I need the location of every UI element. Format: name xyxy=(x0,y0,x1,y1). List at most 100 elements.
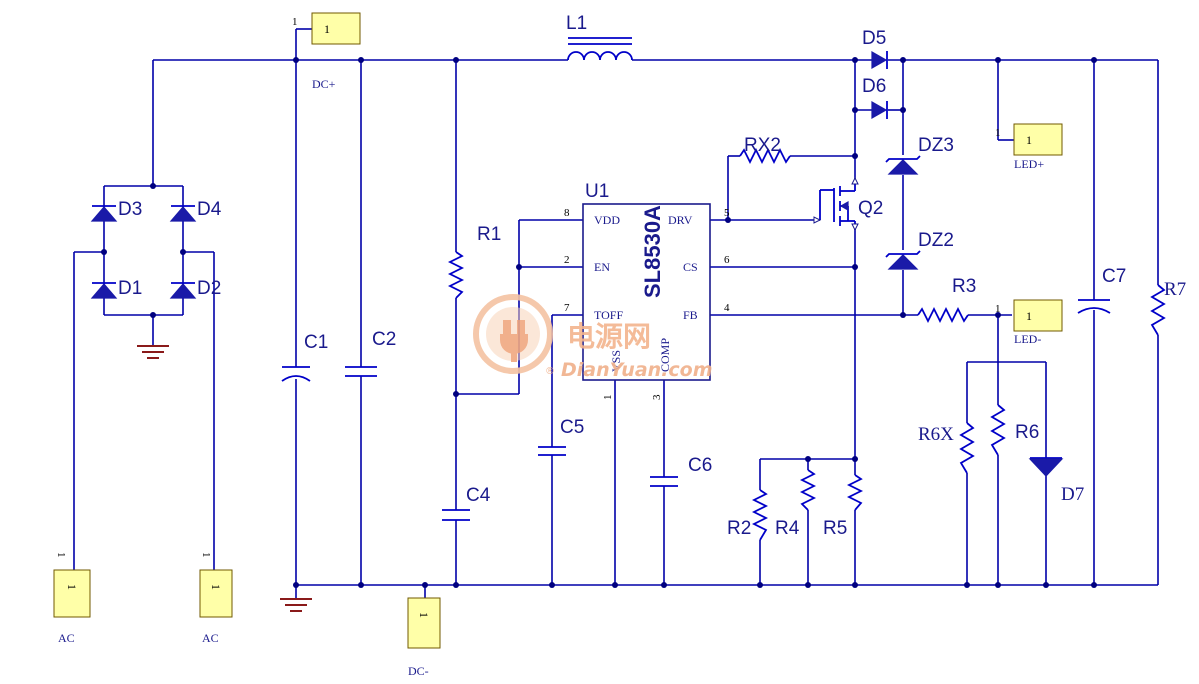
label-c5: C5 xyxy=(560,417,584,438)
label-r6: R6 xyxy=(1015,422,1039,443)
watermark-logo-icon xyxy=(473,294,553,374)
label-r4: R4 xyxy=(775,518,800,539)
diode-d1 xyxy=(90,282,118,299)
resistor-rx2 xyxy=(739,147,791,165)
pin-number-toff: 7 xyxy=(564,302,570,314)
resistor-r1 xyxy=(447,251,465,299)
pin-number-en: 2 xyxy=(564,254,570,266)
resistor-r4 xyxy=(799,469,817,511)
svg-text:®: ® xyxy=(545,366,555,377)
resistor-r5 xyxy=(846,474,864,511)
label-c6: C6 xyxy=(688,455,712,476)
label-r6x: R6X xyxy=(918,424,954,445)
net-label-dc-minus: DC- xyxy=(408,664,429,678)
capacitor-c1 xyxy=(281,366,311,382)
inductor-l1 xyxy=(567,37,633,61)
label-c7: C7 xyxy=(1102,266,1126,287)
diode-d4 xyxy=(169,205,197,222)
watermark-text-en: DianYuan.com xyxy=(561,359,713,381)
diode-d2 xyxy=(169,282,197,299)
ground-icon xyxy=(280,598,312,612)
pin-vdd: VDD xyxy=(594,213,620,227)
pin-vss: VSS xyxy=(609,350,623,372)
pin-number-fb: 4 xyxy=(724,302,730,314)
zener-dz3 xyxy=(885,155,921,175)
net-label-led-plus: LED+ xyxy=(1014,157,1044,171)
pin-number-vss: 1 xyxy=(602,395,614,401)
resistor-r2 xyxy=(751,489,769,541)
net-label-ac-1: AC xyxy=(58,631,75,645)
label-c4: C4 xyxy=(466,485,491,506)
wires xyxy=(73,28,1159,598)
svg-text:1: 1 xyxy=(55,552,67,558)
mosfet-q2 xyxy=(813,176,859,232)
pin-fb: FB xyxy=(683,308,698,322)
pin-number-vdd: 8 xyxy=(564,207,570,219)
svg-text:1: 1 xyxy=(995,127,1001,139)
pin-en: EN xyxy=(594,260,610,274)
net-label-dc-plus: DC+ xyxy=(312,77,336,91)
diode-d6 xyxy=(871,100,888,120)
label-d4: D4 xyxy=(197,199,222,220)
watermark-text-cn: 电源网 xyxy=(567,320,651,353)
watermark: 电源网 DianYuan.com ® xyxy=(473,294,713,381)
capacitor-c5 xyxy=(538,446,566,456)
label-u1: U1 xyxy=(585,181,609,202)
svg-text:1: 1 xyxy=(292,16,298,28)
resistor-r6 xyxy=(990,404,1006,456)
label-d7: D7 xyxy=(1061,484,1084,505)
label-dz2: DZ2 xyxy=(918,230,954,251)
svg-text:1: 1 xyxy=(995,303,1001,315)
capacitor-c7 xyxy=(1077,299,1111,314)
label-rx2: RX2 xyxy=(744,135,781,156)
connector-led-plus: 1 1 LED+ xyxy=(995,123,1063,171)
diode-d3 xyxy=(90,205,118,222)
label-d6: D6 xyxy=(862,76,886,97)
net-label-ac-2: AC xyxy=(202,631,219,645)
svg-text:1: 1 xyxy=(200,552,212,558)
label-d3: D3 xyxy=(118,199,142,220)
label-d5: D5 xyxy=(862,28,886,49)
zener-dz2 xyxy=(885,250,921,270)
label-q2: Q2 xyxy=(858,198,883,219)
connector-led-minus: 1 1 LED- xyxy=(995,299,1063,346)
ic-u1: U1 SL8530A VDD EN TOFF DRV CS FB VSS COM… xyxy=(564,181,730,400)
svg-text:1: 1 xyxy=(65,584,79,590)
resistor-r3 xyxy=(917,306,969,324)
label-dz3: DZ3 xyxy=(918,135,954,156)
svg-text:1: 1 xyxy=(324,22,330,36)
svg-text:1: 1 xyxy=(417,612,431,618)
svg-text:1: 1 xyxy=(209,584,223,590)
svg-text:1: 1 xyxy=(1026,133,1032,147)
label-r3: R3 xyxy=(952,276,976,297)
capacitor-c6 xyxy=(650,476,678,487)
connector-dc-minus: 1 DC- xyxy=(407,597,441,678)
pin-drv: DRV xyxy=(668,213,693,227)
label-r7: R7 xyxy=(1164,279,1186,300)
ic-part-number: SL8530A xyxy=(640,205,665,298)
pin-number-comp: 3 xyxy=(651,394,663,400)
resistor-r7 xyxy=(1150,284,1166,336)
pin-number-cs: 6 xyxy=(724,254,730,266)
junction-dots xyxy=(101,57,1097,588)
label-r1: R1 xyxy=(477,224,501,245)
net-label-led-minus: LED- xyxy=(1014,332,1041,346)
label-d2: D2 xyxy=(197,278,221,299)
pin-cs: CS xyxy=(683,260,698,274)
connector-dc-plus: 1 1 DC+ xyxy=(292,12,361,91)
label-c2: C2 xyxy=(372,329,396,350)
connector-ac-2: 1 1 AC xyxy=(199,552,233,645)
diode-d5 xyxy=(871,50,888,70)
capacitor-c2 xyxy=(345,366,377,377)
label-c1: C1 xyxy=(304,332,328,353)
resistor-r6x xyxy=(959,422,975,474)
svg-text:1: 1 xyxy=(1026,309,1032,323)
connector-ac-1: 1 1 AC xyxy=(53,552,91,645)
pin-toff: TOFF xyxy=(594,308,623,322)
diode-d7 xyxy=(1028,457,1064,477)
pin-comp: COMP xyxy=(658,338,672,372)
label-r2: R2 xyxy=(727,518,751,539)
label-d1: D1 xyxy=(118,278,142,299)
pin-number-drv: 5 xyxy=(724,207,730,219)
